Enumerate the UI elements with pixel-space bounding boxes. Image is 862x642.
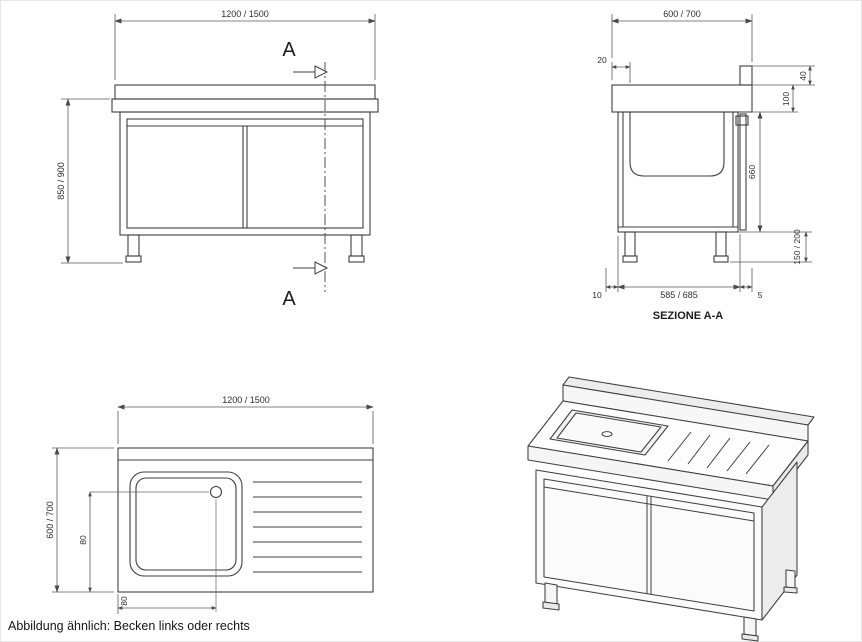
- section-door-panel: [739, 113, 747, 231]
- front-view-section-line: A A: [282, 39, 329, 310]
- front-right-leg: [350, 234, 363, 257]
- body-dim-label: 660: [747, 165, 757, 179]
- section-width-dimension: 600 / 700: [611, 9, 753, 62]
- section-cabinet: [611, 65, 753, 263]
- iso-view: [527, 376, 815, 642]
- front-view-width-dimension: 1200 / 1500: [114, 9, 376, 80]
- plan-basin-inner: [135, 477, 237, 571]
- iso-door-area: [543, 478, 755, 612]
- gap-dim-label: 5: [758, 290, 763, 300]
- section-view: 600 / 700 20 40: [592, 9, 815, 322]
- splash-dim-label: 40: [798, 71, 808, 81]
- image-caption: Abbildung ähnlich: Becken links oder rec…: [8, 619, 250, 633]
- section-arrow-top-icon: [314, 65, 329, 79]
- section-width-dim-label: 600 / 700: [663, 9, 701, 19]
- section-bottom-dimensions: 10 585 / 685 5: [592, 234, 763, 300]
- plan-drainboard-grooves: [253, 481, 362, 573]
- section-offset-dim-label: 20: [597, 55, 607, 65]
- drain-horizontal-dim-label: 80: [119, 596, 129, 606]
- plan-worktop: [117, 447, 374, 593]
- section-right-dimensions: 40 100 660 150 / 200: [730, 65, 815, 265]
- front-worktop: [111, 98, 379, 113]
- section-title: SEZIONE A-A: [653, 310, 724, 322]
- plan-width-dimension: 1200 / 1500: [117, 395, 374, 444]
- front-left-leg: [127, 234, 140, 257]
- front-cabinet-body: [119, 111, 371, 236]
- front-door-area: [126, 118, 364, 229]
- iso-drain: [601, 431, 613, 437]
- iso-feet: [542, 569, 798, 642]
- section-letter-top: A: [282, 39, 296, 61]
- plan-drain: [209, 485, 223, 499]
- plan-basin-outer: [129, 471, 243, 577]
- section-arrow-bottom-icon: [314, 261, 329, 275]
- plan-depth-dim-label: 600 / 700: [45, 501, 55, 539]
- leg-dim-label: 150 / 200: [792, 229, 802, 265]
- plan-view: 1200 / 1500 600 / 700: [45, 395, 374, 614]
- section-worktop: [611, 84, 753, 113]
- section-body: [617, 111, 739, 233]
- section-basin: [629, 112, 725, 177]
- iso-drainboard-grooves: [667, 431, 770, 475]
- section-letter-bottom: A: [282, 288, 296, 310]
- front-width-dim-label: 1200 / 1500: [221, 9, 269, 19]
- front-backsplash: [114, 84, 376, 100]
- section-right-leg: [715, 231, 727, 257]
- overhang-dim-label: 10: [592, 290, 602, 300]
- front-view-cabinet: [111, 84, 379, 263]
- section-door-roller: [735, 115, 749, 126]
- front-view-height-dimension: 850 / 900: [56, 98, 123, 264]
- plan-width-dim-label: 1200 / 1500: [222, 395, 270, 405]
- section-backsplash: [739, 65, 753, 86]
- top-dim-label: 100: [781, 92, 791, 106]
- drain-vertical-dim-label: 80: [78, 535, 88, 545]
- plan-drain-dimensions: 80 80: [78, 491, 217, 614]
- front-height-dim-label: 850 / 900: [56, 162, 66, 200]
- inner-width-dim-label: 585 / 685: [660, 290, 698, 300]
- front-view: 1200 / 1500 850 / 900 A: [56, 9, 379, 310]
- section-left-leg: [624, 231, 636, 257]
- plan-depth-dimension: 600 / 700: [45, 447, 114, 593]
- plan-outline: [117, 447, 374, 593]
- section-offset-dimension: 20: [597, 55, 631, 83]
